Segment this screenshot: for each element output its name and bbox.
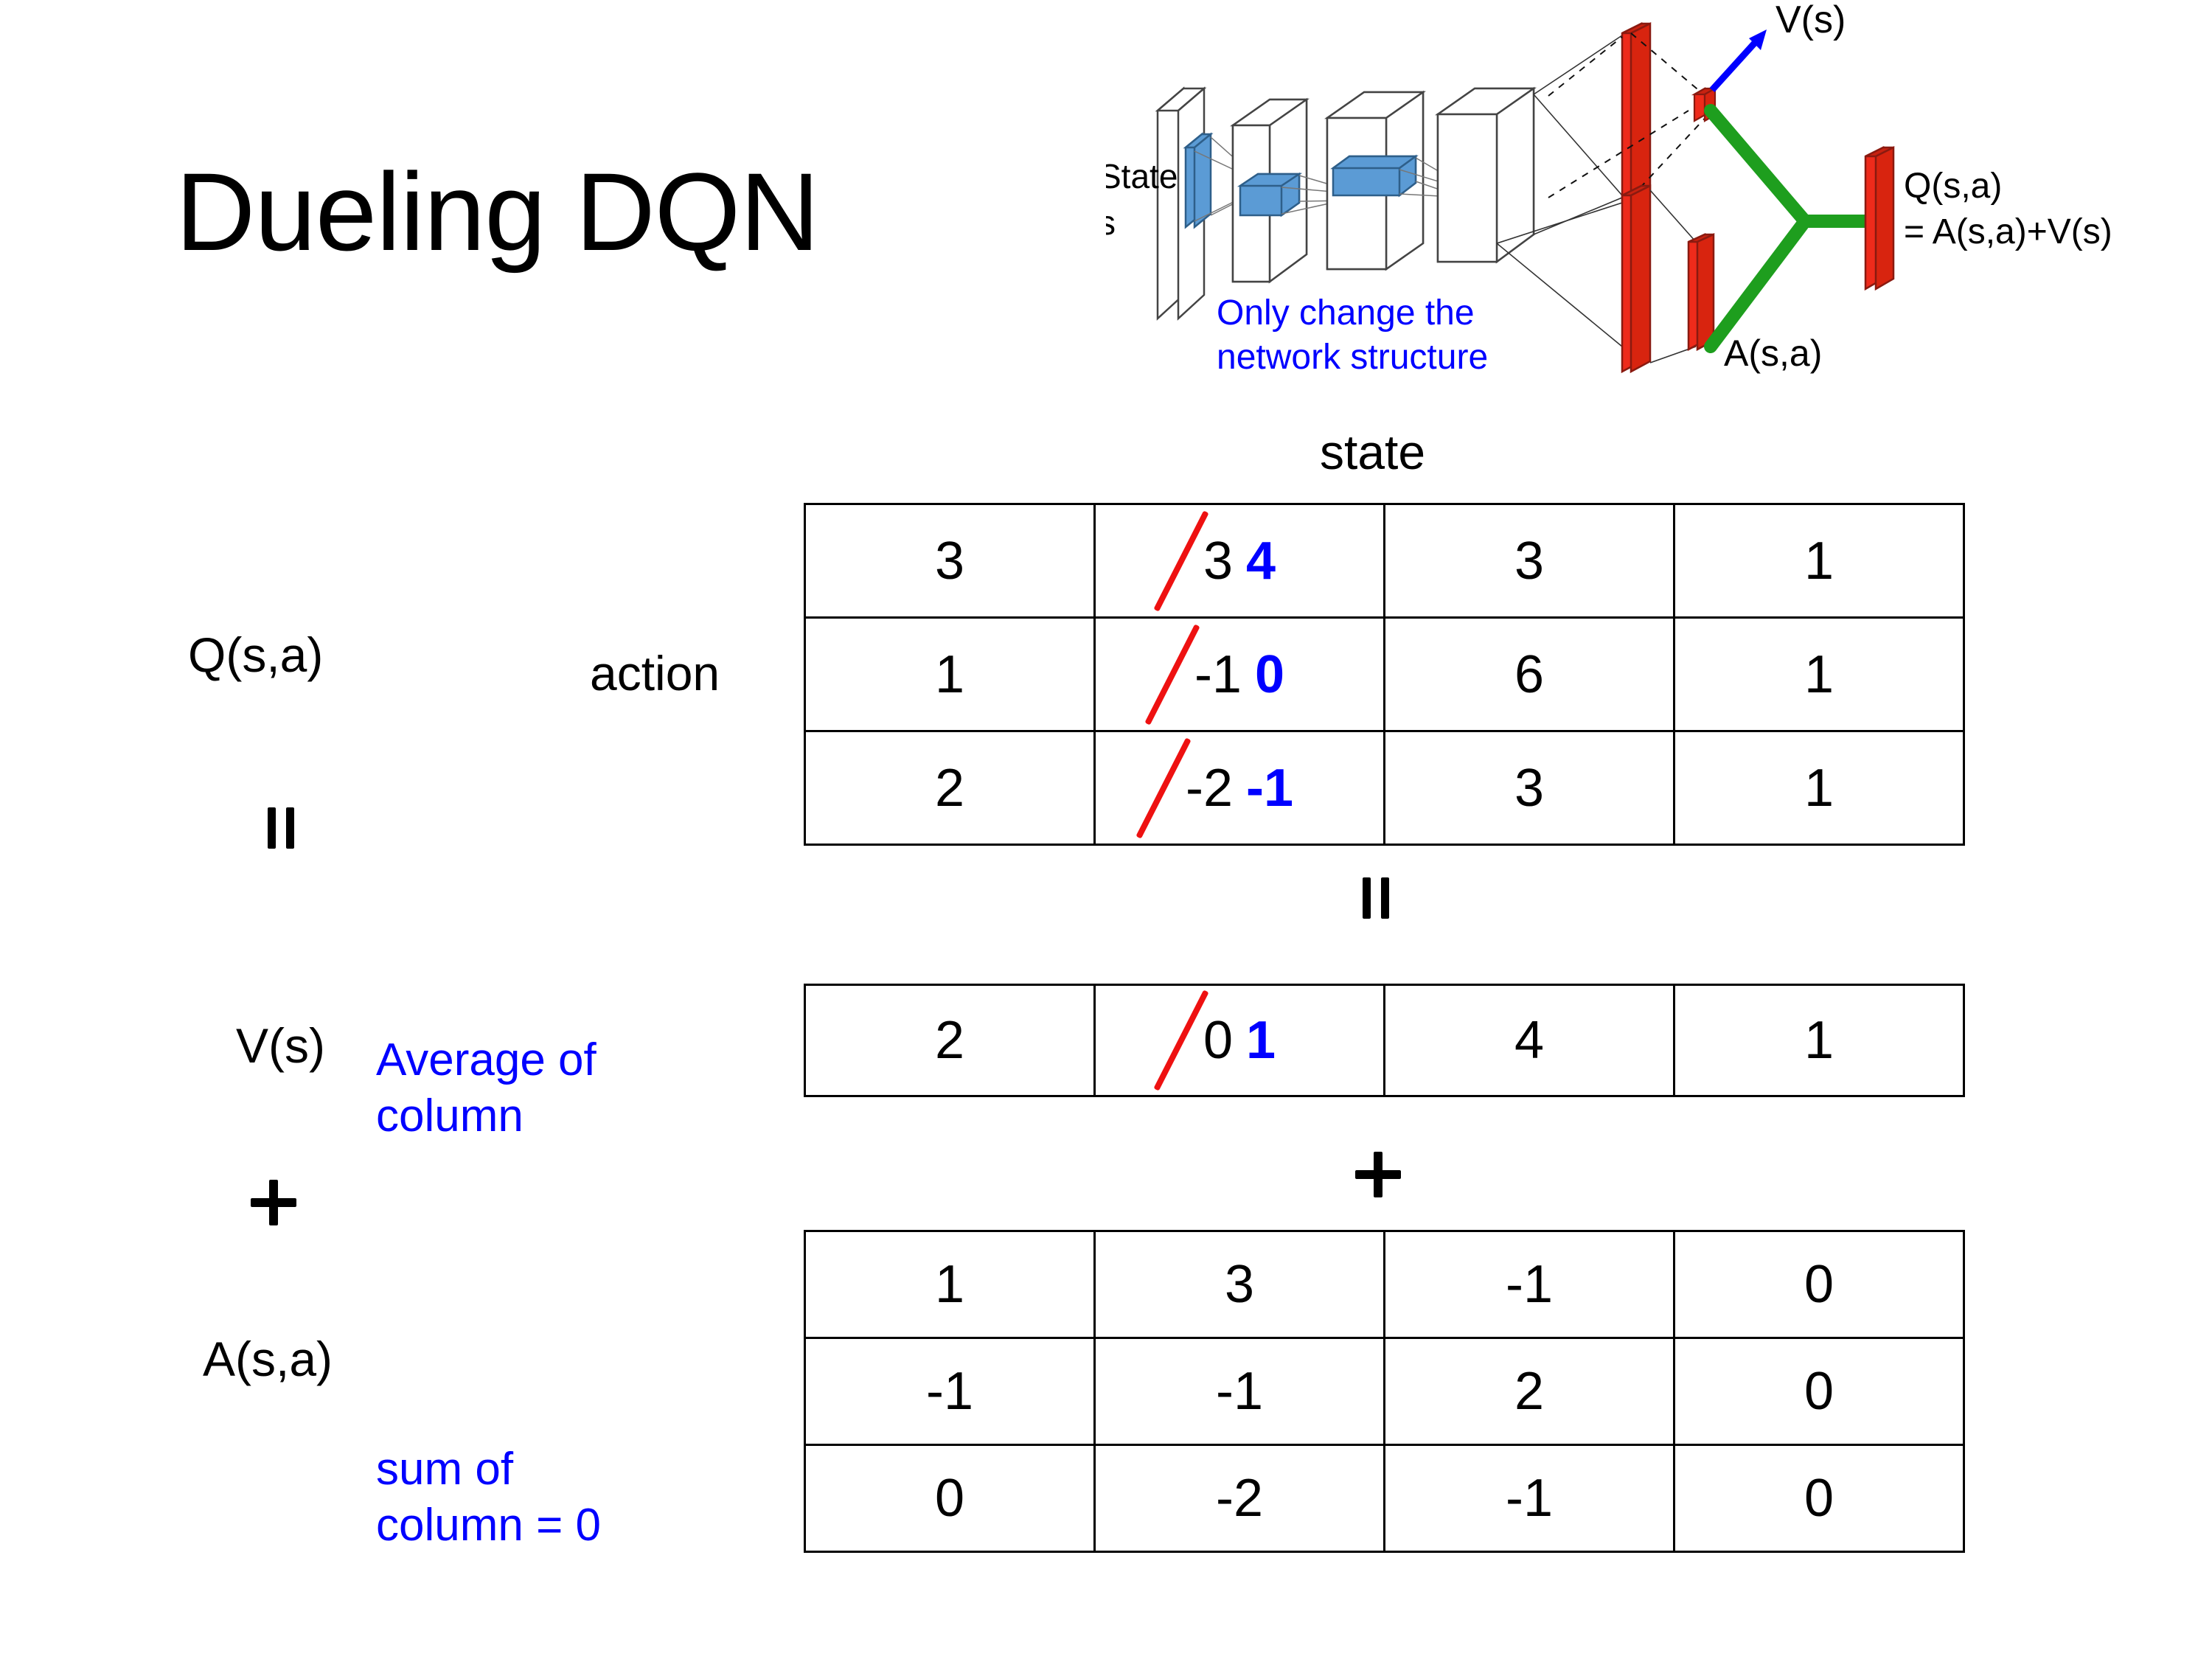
table-cell: 1 (1673, 984, 1965, 1097)
table-cell: -1 (1383, 1230, 1675, 1339)
note-sum-line2: column = 0 (376, 1499, 602, 1551)
table-cell: -1 (1093, 1337, 1385, 1446)
table-cell: 2 (804, 730, 1096, 846)
struck-old-value: -1 (1194, 644, 1242, 704)
table-cell: 0 (804, 1444, 1096, 1553)
table-cell: -2-1 (1093, 730, 1385, 846)
table-cell: 0 (1673, 1337, 1965, 1446)
v-function-label: V(s) (236, 1018, 325, 1073)
table-cell: 0 (1673, 1230, 1965, 1339)
axis-label-action: action (590, 646, 720, 700)
table-cell: 3 (1093, 1230, 1385, 1339)
table-cell: 2 (804, 984, 1096, 1097)
struck-old-value: 0 (1203, 1011, 1233, 1070)
page-title: Dueling DQN (175, 150, 820, 274)
note-average-line2: column (376, 1090, 524, 1141)
note-sum-line1: sum of (376, 1444, 514, 1495)
diagram-value-label: V(s) (1775, 0, 1846, 41)
note-average-line1: Average of (376, 1034, 597, 1085)
table-cell: 1 (1673, 503, 1965, 619)
diagram-note-line1: Only change the (1217, 293, 1475, 333)
diagram-output-label-line1: Q(s,a) (1904, 167, 2002, 206)
corrected-new-value: 4 (1246, 531, 1276, 591)
corrected-new-value: 1 (1246, 1011, 1276, 1070)
table-cell: 4 (1383, 984, 1675, 1097)
table-cell: -1 (804, 1337, 1096, 1446)
table-cell: 0 (1673, 1444, 1965, 1553)
table-cell: 2 (1383, 1337, 1675, 1446)
table-cell: 6 (1383, 616, 1675, 732)
a-function-label: A(s,a) (203, 1332, 333, 1386)
table-cell: 1 (804, 616, 1096, 732)
table-cell: 1 (804, 1230, 1096, 1339)
edited-cell: -2-1 (1186, 758, 1293, 818)
diagram-output-label-line2: = A(s,a)+V(s) (1904, 212, 2112, 251)
table-cell: 3 (1383, 730, 1675, 846)
axis-label-state: state (1320, 425, 1426, 479)
table-cell: 1 (1673, 616, 1965, 732)
diagram-input-label-line1: State (1106, 157, 1178, 195)
note-sum-of-column: sum of column = 0 (376, 1441, 601, 1553)
diagram-note-line2: network structure (1217, 338, 1488, 377)
diagram-advantage-label: A(s,a) (1724, 333, 1822, 374)
q-function-label: Q(s,a) (188, 627, 324, 682)
table-cell: 3 (804, 503, 1096, 619)
struck-old-value: 3 (1203, 531, 1233, 591)
diagram-input-label-line2: s (1106, 204, 1116, 242)
dueling-network-diagram: V(s) A(s,a) Q(s,a) (1106, 0, 2212, 413)
corrected-new-value: -1 (1246, 758, 1294, 818)
table-cell: 3 (1383, 503, 1675, 619)
table-cell: 1 (1673, 730, 1965, 846)
note-average-of-column: Average of column (376, 1032, 597, 1144)
struck-old-value: -2 (1185, 758, 1233, 818)
table-cell: -2 (1093, 1444, 1385, 1553)
corrected-new-value: 0 (1254, 644, 1285, 704)
table-cell: -1 (1383, 1444, 1675, 1553)
